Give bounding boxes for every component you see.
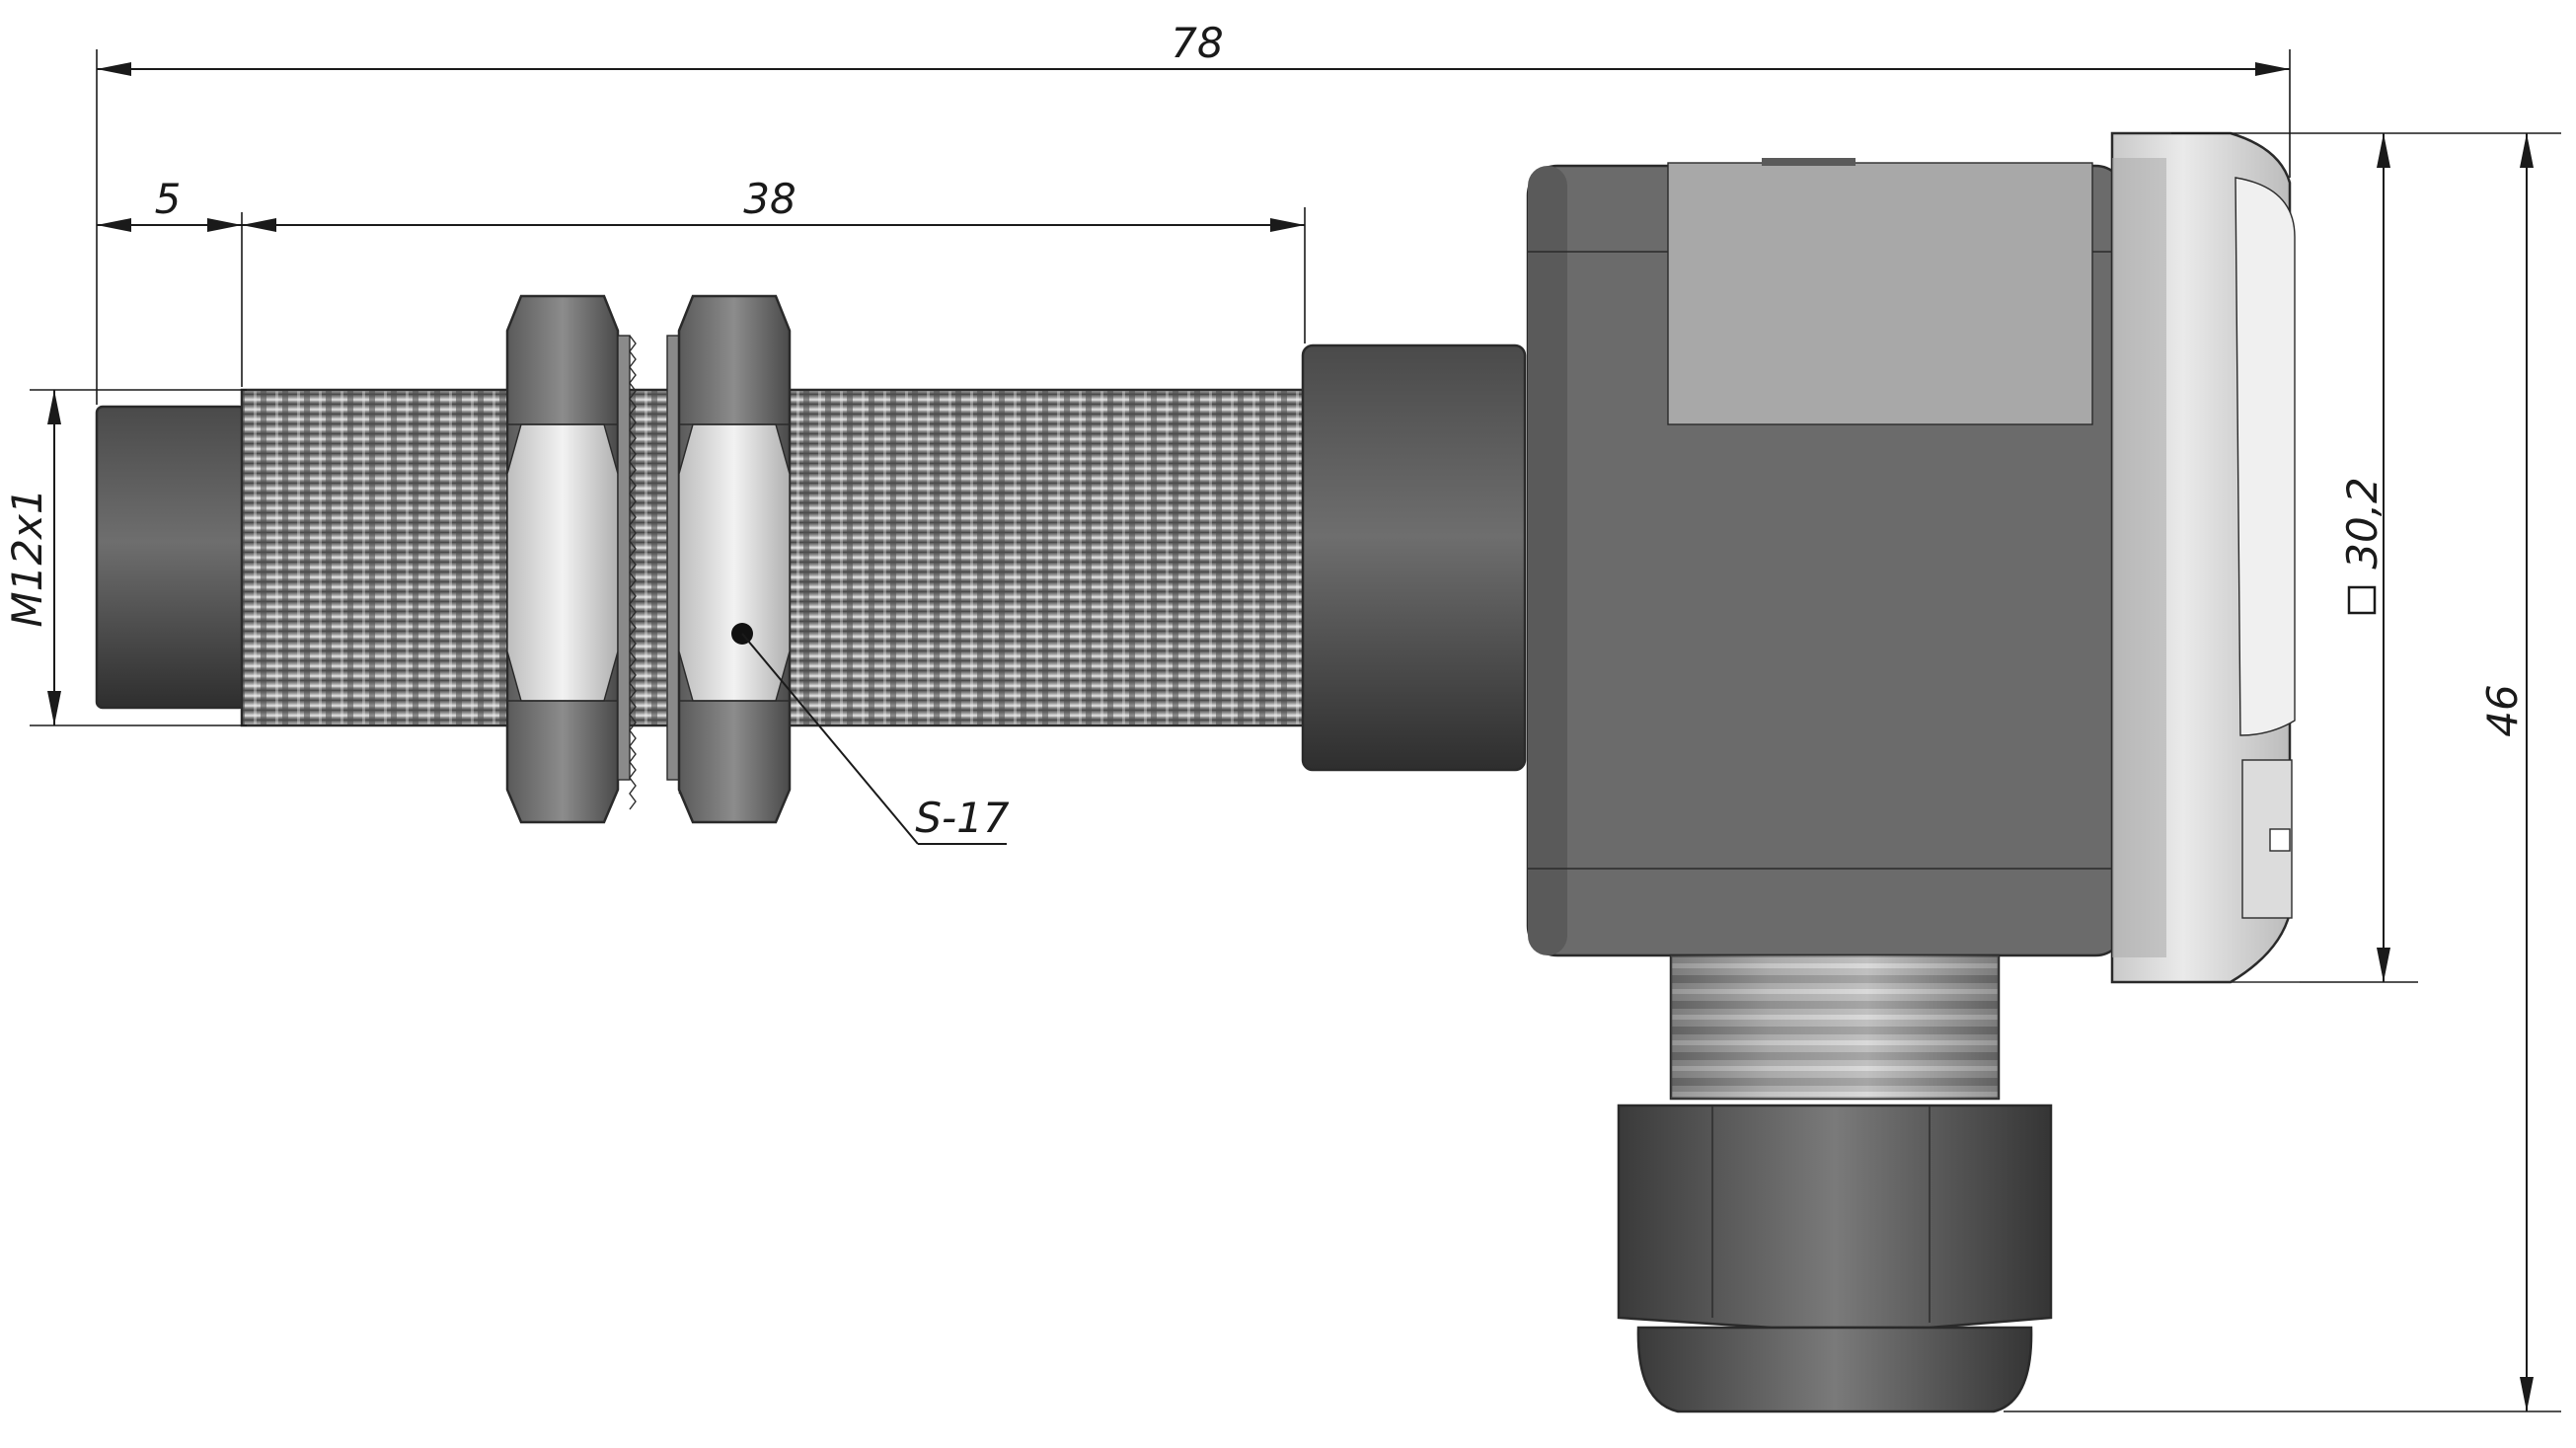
- dim-overall-length: 78: [1171, 19, 1223, 67]
- housing: [1526, 158, 2127, 957]
- sensor-tip: [95, 405, 247, 710]
- dimension-lines: [30, 49, 2561, 1412]
- dim-thread-spec: M12x1: [3, 488, 51, 627]
- lock-washer-left: [617, 335, 637, 810]
- dim-thread-length: 38: [743, 175, 796, 223]
- lock-nut-left: [505, 294, 620, 824]
- dim-front-offset: 5: [155, 175, 182, 223]
- transparent-cap: [2110, 131, 2300, 984]
- sensor-body: [95, 343, 1527, 772]
- housing-window: [1667, 162, 2093, 425]
- gland-nut: [1617, 1104, 2053, 1330]
- lock-nut-right: [677, 294, 792, 824]
- dim-housing-square: 30,2: [2338, 477, 2387, 570]
- dim-total-height: 46: [2478, 684, 2527, 736]
- rear-collar: [1301, 343, 1527, 772]
- dim-nut-size: S-17: [915, 794, 1010, 842]
- square-symbol-icon: [2347, 585, 2377, 615]
- cable-gland: [1617, 953, 2053, 1413]
- gland-dome: [1636, 1326, 2033, 1413]
